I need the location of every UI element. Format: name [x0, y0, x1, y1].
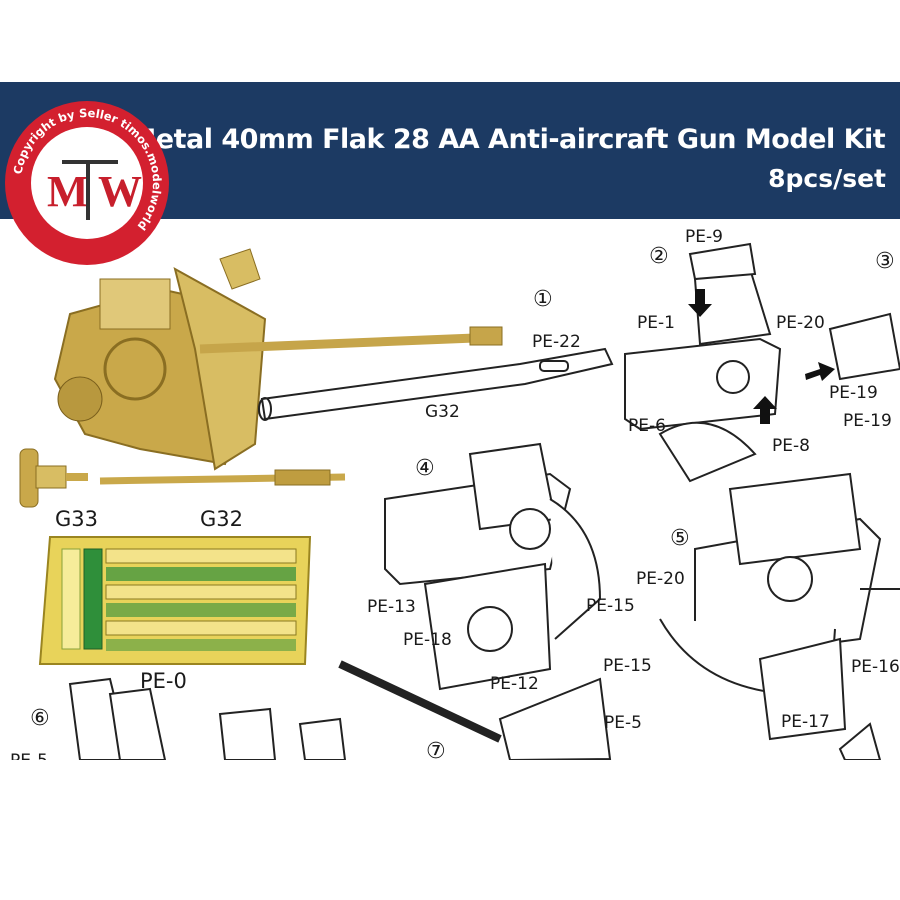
- step-number-2: ②: [649, 244, 669, 269]
- part-label-g32-photo: G32: [200, 507, 243, 531]
- part-label-pe13: PE-13: [367, 597, 416, 617]
- part-label-pe9: PE-9: [685, 227, 723, 247]
- svg-text:M: M: [47, 167, 89, 216]
- part-label-pe8: PE-8: [772, 436, 810, 456]
- step-number-4: ④: [415, 456, 435, 481]
- step4-mount-drawing: [384, 442, 602, 691]
- part-label-pe5: PE-5: [604, 713, 642, 733]
- step5-assembly-drawing: [659, 472, 900, 741]
- brass-barrel-photo: [19, 448, 346, 508]
- part-label-g33: G33: [55, 507, 98, 531]
- assembly-arrows: [688, 289, 835, 424]
- part-label-pe-partial: PE-5: [10, 751, 48, 760]
- part-label-pe18: PE-18: [403, 630, 452, 650]
- part-label-pe20-b: PE-20: [636, 569, 685, 589]
- step-number-3: ③: [875, 249, 895, 274]
- step-number-6: ⑥: [30, 706, 50, 731]
- part-label-pe0: PE-0: [140, 669, 187, 693]
- svg-text:W: W: [98, 167, 142, 216]
- step6-step7-partial-drawing: [68, 660, 882, 760]
- part-label-pe6: PE-6: [628, 416, 666, 436]
- brass-gun-mount-photo: [53, 248, 503, 471]
- step2-receiver-drawing: [624, 242, 900, 483]
- step-number-7: ⑦: [426, 739, 446, 760]
- instruction-drawings: [19, 242, 900, 760]
- barrel-line-drawing: [258, 347, 614, 421]
- step-number-1: ①: [533, 287, 553, 312]
- part-label-pe22: PE-22: [532, 332, 581, 352]
- product-title: 1/200 Metal 40mm Flak 28 AA Anti-aircraf…: [38, 124, 886, 155]
- part-label-pe17: PE-17: [781, 712, 830, 732]
- part-label-pe1: PE-1: [637, 313, 675, 333]
- set-count: 8pcs/set: [768, 164, 886, 193]
- step-number-5: ⑤: [670, 526, 690, 551]
- photo-etch-fret: [38, 536, 312, 665]
- part-label-pe15-a: PE-15: [586, 596, 635, 616]
- part-label-pe16: PE-16: [851, 657, 900, 677]
- part-label-pe19-b: PE-19: [843, 411, 892, 431]
- part-label-pe20-a: PE-20: [776, 313, 825, 333]
- part-label-pe19-a: PE-19: [829, 383, 878, 403]
- instruction-sheet: G33 G32 PE-0 G32 PE-22 PE-9 PE-1 PE-20 P…: [0, 219, 900, 760]
- part-label-pe15-b: PE-15: [603, 656, 652, 676]
- part-label-g32-drawing: G32: [425, 402, 460, 422]
- copyright-seal-logo: Copyright by Seller timos.modelworld M W: [5, 101, 169, 265]
- part-label-pe12: PE-12: [490, 674, 539, 694]
